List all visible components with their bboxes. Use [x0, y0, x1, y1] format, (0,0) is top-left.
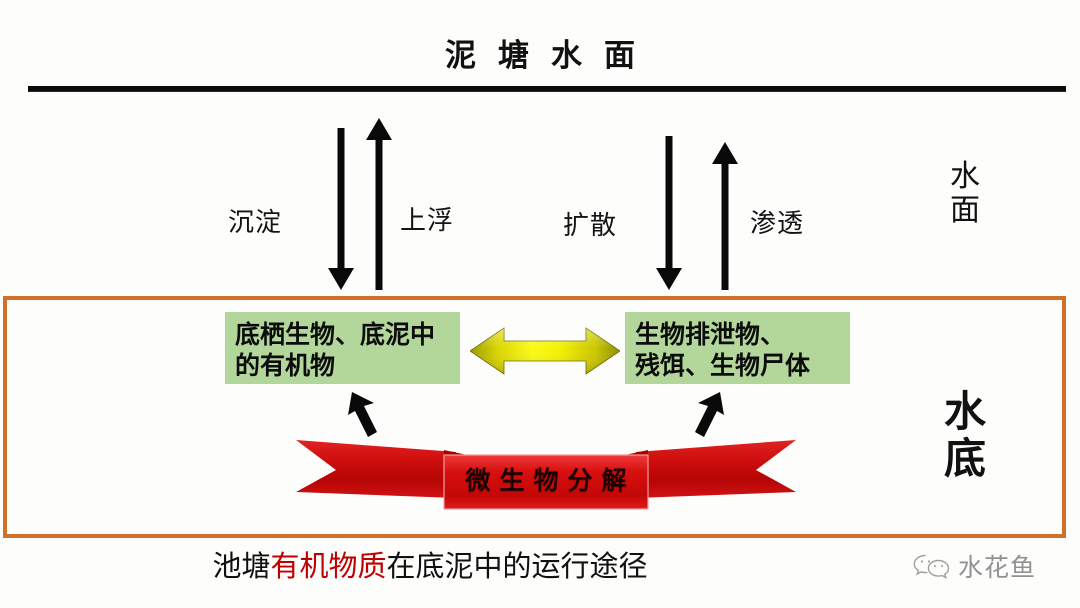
flow-arrow-settling	[324, 128, 358, 290]
flow-label-osmosis: 渗透	[750, 209, 805, 239]
flow-arrow-floating	[362, 118, 396, 290]
arrow-shaft	[337, 128, 345, 270]
caption-highlight: 有机物质	[270, 549, 387, 583]
arrow-head-down-icon	[656, 268, 682, 290]
process-banner-label: 微生物分解	[465, 466, 636, 495]
decomposition-arrow-to-right-pool-icon	[672, 388, 728, 444]
watermark-label: 水花鱼	[958, 553, 1037, 582]
pool-box-line-2: 的有机物	[235, 350, 336, 380]
flow-label-floating: 上浮	[400, 206, 455, 236]
sediment-zone-box	[3, 296, 1066, 538]
pool-box-line-1: 底栖生物、底泥中	[235, 320, 436, 349]
page-title: 泥塘水面	[445, 38, 657, 74]
zone-label-water-surface-char1: 水面	[930, 160, 1000, 227]
pool-box-line-2: 残饵、生物尸体	[635, 350, 811, 380]
caption-prefix: 池塘	[212, 549, 271, 583]
flow-label-settling: 沉淀	[228, 208, 283, 238]
wechat-icon	[912, 551, 952, 581]
zone-label-water-bottom: 水底	[925, 388, 1005, 482]
zone-label-char: 水	[950, 159, 980, 194]
arrow-head-up-icon	[366, 118, 392, 140]
watermark: 水花鱼	[912, 548, 1036, 584]
arrow-head-up-icon	[712, 142, 738, 164]
pool-box-line-1: 生物排泄物、	[635, 320, 786, 349]
arrow-shaft	[665, 136, 673, 270]
flow-arrow-osmosis	[708, 142, 742, 290]
bidirectional-exchange-arrow-icon	[470, 325, 620, 377]
zone-label-water-surface: 水面	[930, 160, 1000, 227]
flow-label-diffusion: 扩散	[563, 211, 618, 241]
pool-box-excreta-residue: 生物排泄物、 残饵、生物尸体	[625, 312, 850, 384]
flow-arrow-diffusion	[652, 136, 686, 290]
process-banner-microbial-decomposition: 微生物分解	[296, 430, 796, 512]
decomposition-arrow-to-left-pool-icon	[344, 388, 400, 444]
zone-label-char: 底	[943, 434, 986, 484]
zone-label-char: 水	[943, 387, 986, 436]
arrow-head-down-icon	[328, 268, 354, 290]
zone-label-char: 面	[950, 192, 980, 228]
caption-suffix: 在底泥中的运行途径	[386, 549, 648, 583]
pool-box-benthic-organic-matter: 底栖生物、底泥中 的有机物	[225, 312, 460, 384]
arrow-shaft	[375, 138, 383, 290]
zone-label-water-bottom-char1: 水底	[925, 388, 1005, 482]
water-surface-line	[28, 86, 1066, 91]
figure-caption: 池塘有机物质在底泥中的运行途径	[0, 543, 1080, 585]
arrow-shaft	[721, 162, 729, 290]
